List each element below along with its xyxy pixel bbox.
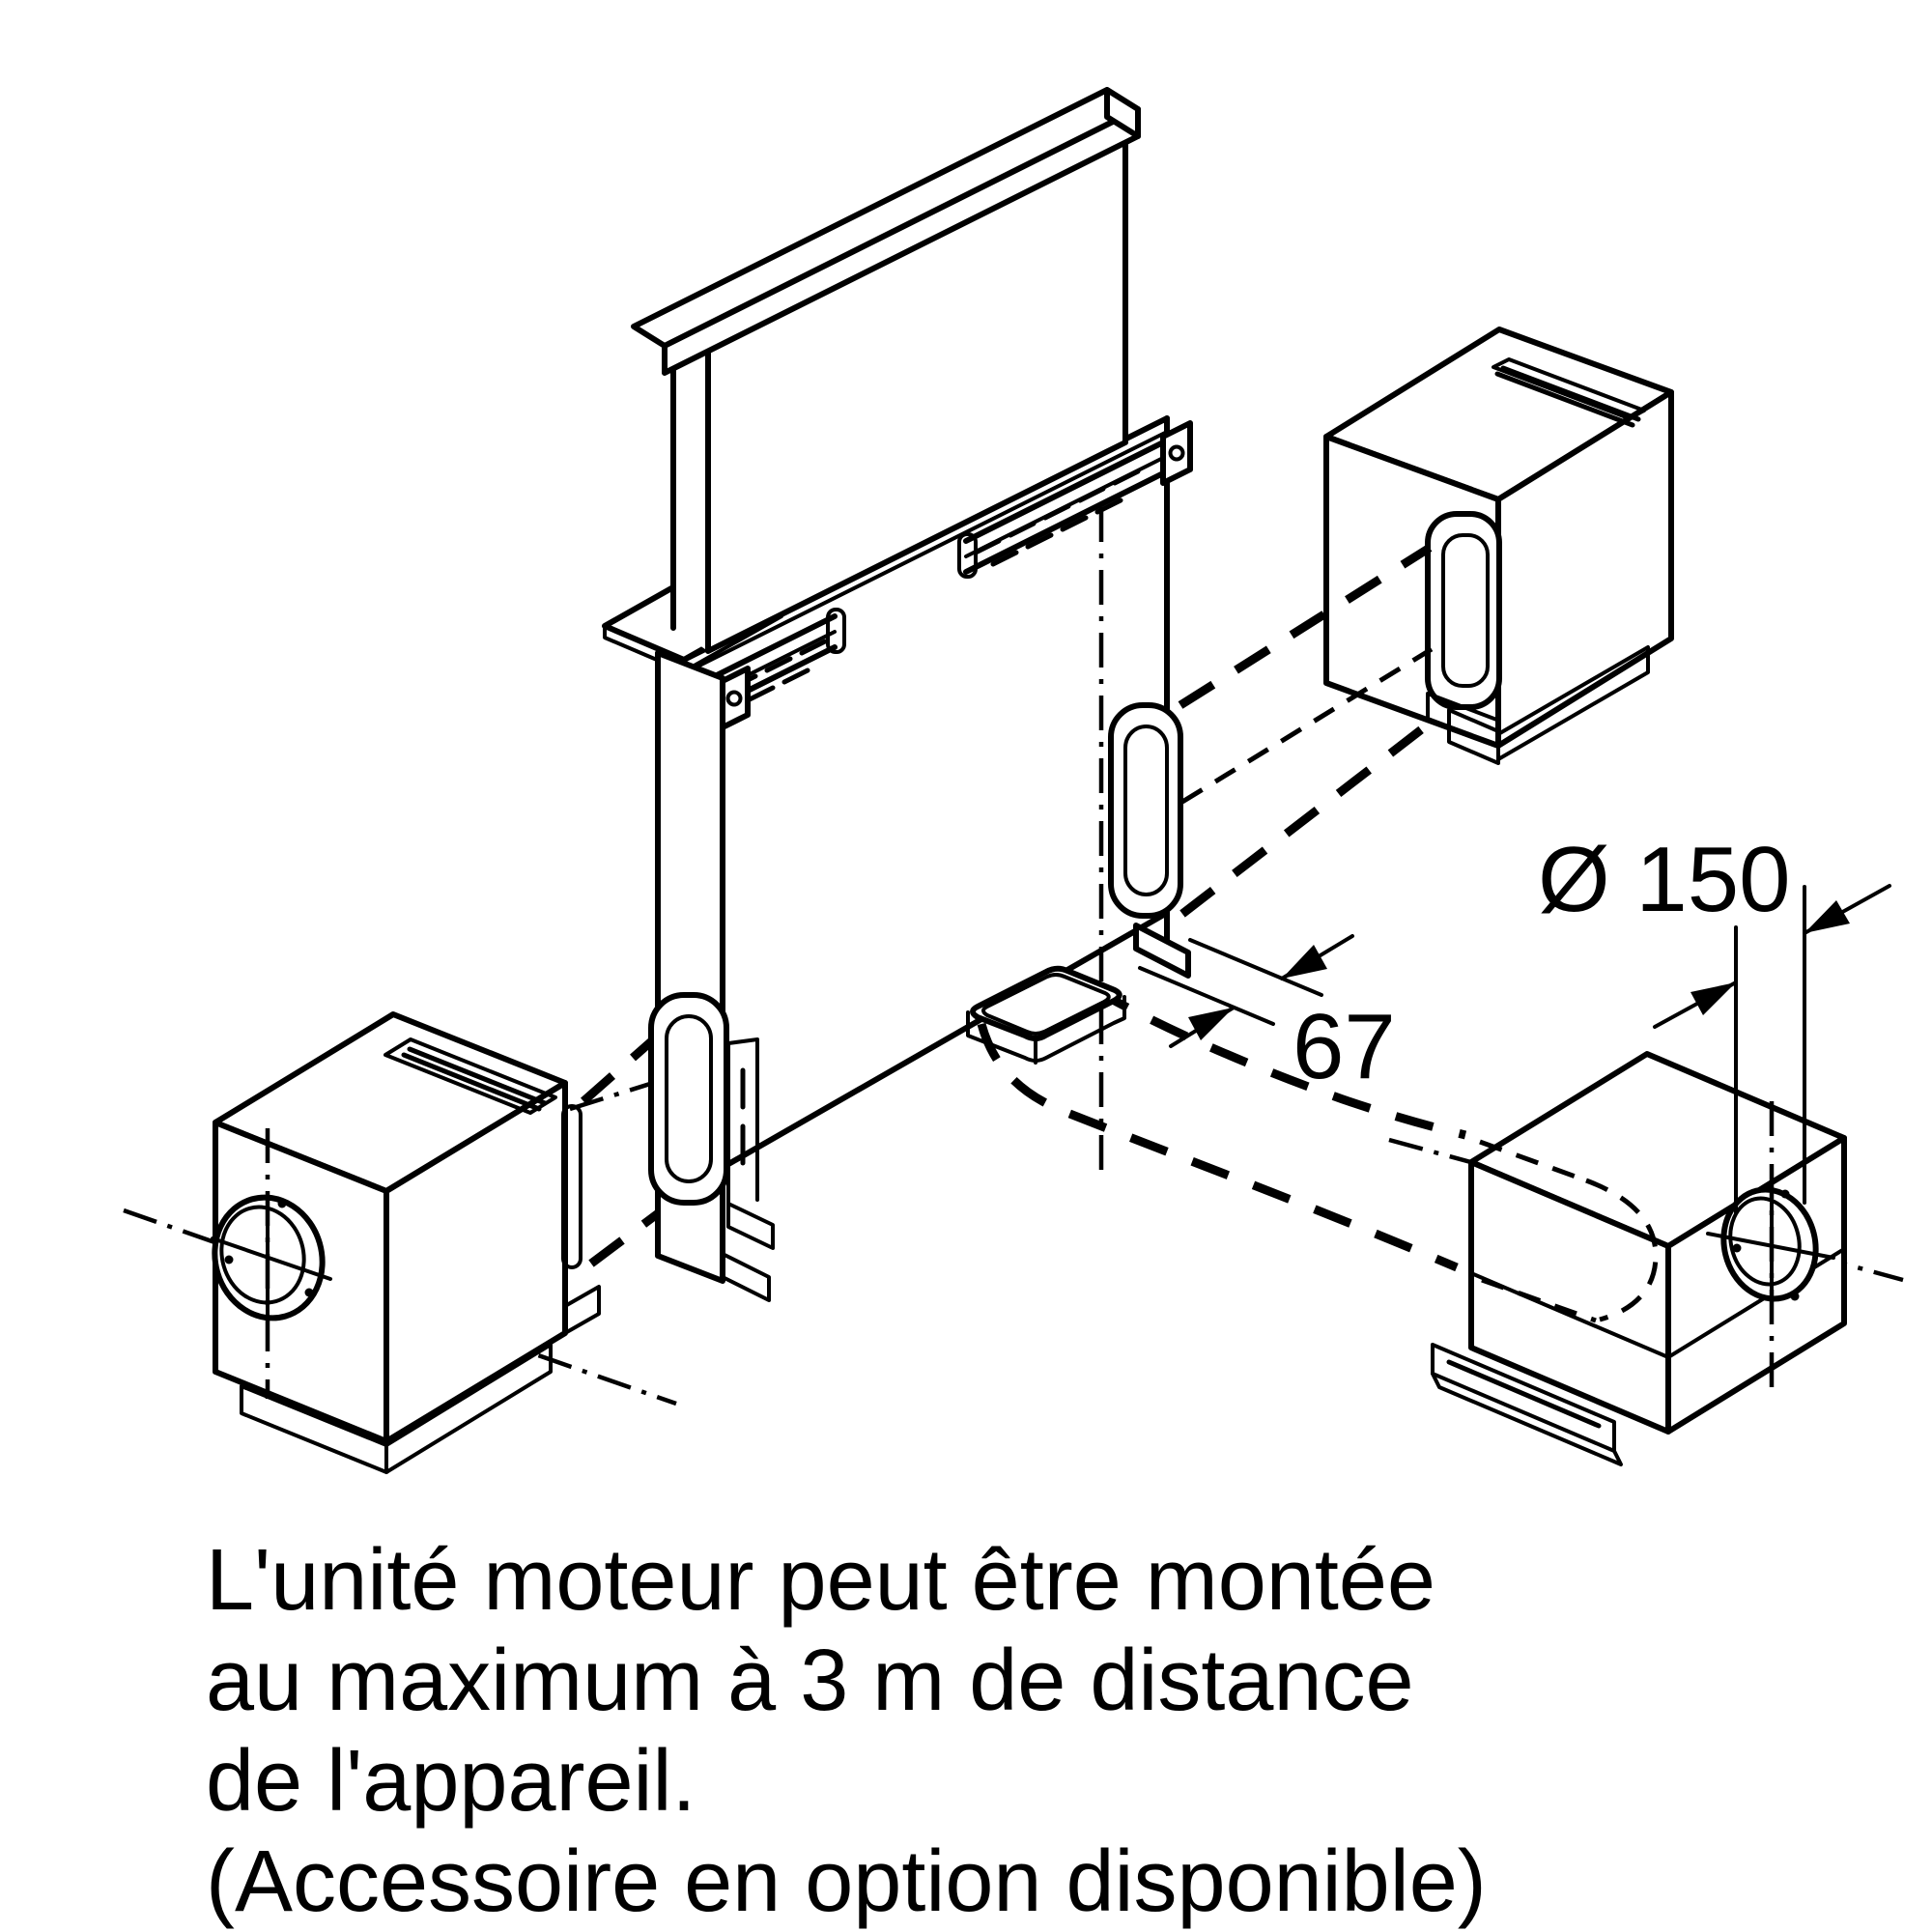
screw-dot-icon — [277, 1199, 287, 1208]
caption: L'unité moteur peut être montée au maxim… — [206, 1532, 1487, 1930]
right-leg-assembly — [1108, 702, 1191, 979]
rail-end-cap — [957, 532, 978, 579]
dimension-arrow-icon — [1690, 982, 1736, 1015]
foot-plate — [1133, 923, 1191, 979]
duct-run-upper-right — [1178, 544, 1438, 918]
downdraft-unit — [602, 87, 1193, 1174]
motor-unit-left — [211, 1011, 601, 1474]
mounting-rail-right — [957, 420, 1193, 579]
cap-end-face — [1104, 87, 1141, 139]
screw-hole-icon — [1168, 444, 1185, 462]
screw-dot-icon — [224, 1255, 234, 1264]
top-air-slot — [384, 1037, 557, 1115]
housing-top-edge-2 — [682, 430, 1169, 675]
screw-dot-icon — [1780, 1189, 1790, 1199]
foot-plate — [721, 1252, 771, 1302]
rear-foot — [563, 1285, 601, 1335]
plinth — [384, 1343, 553, 1474]
duct-run-lower-right — [977, 985, 1659, 1323]
plinth — [1447, 708, 1500, 765]
flat-duct-connector — [1425, 511, 1502, 748]
dimension-arrow-icon — [1282, 945, 1327, 979]
screw-hole-icon — [725, 690, 743, 707]
dimension-150: Ø 150 — [1538, 828, 1891, 1214]
wall-bracket-right — [1160, 420, 1193, 486]
caption-line-2: au maximum à 3 m de distance — [206, 1633, 1414, 1729]
extension-line — [1188, 938, 1323, 997]
flat-duct-connector — [561, 1104, 582, 1269]
top-air-slot — [1492, 357, 1646, 420]
top-cap — [631, 87, 1141, 376]
dimension-arrow-icon — [1188, 1008, 1234, 1040]
dimension-67-label: 67 — [1293, 995, 1396, 1098]
mounting-rail-left — [712, 608, 846, 731]
motor-unit-upper-right — [1323, 327, 1674, 765]
bottom-vent-flap — [1431, 1343, 1623, 1466]
round-duct-spigot-left — [211, 1128, 332, 1399]
round-duct-spigot-right — [1706, 1101, 1835, 1391]
screw-dot-icon — [304, 1288, 314, 1297]
dimension-67: 67 — [1138, 934, 1396, 1098]
foot-plate — [726, 1202, 775, 1250]
right-leg-duct-connector — [1108, 702, 1183, 919]
extension-line — [1138, 966, 1275, 1026]
caption-line-4: (Accessoire en option disponible) — [206, 1833, 1487, 1930]
screw-dot-icon — [1790, 1292, 1800, 1301]
caption-line-3: de l'appareil. — [206, 1733, 696, 1830]
rail-end-cap — [826, 608, 846, 654]
plinth — [1496, 645, 1650, 761]
dimension-150-label: Ø 150 — [1538, 828, 1791, 931]
caption-line-1: L'unité moteur peut être montée — [206, 1532, 1435, 1629]
housing-face — [684, 418, 1167, 1171]
left-leg-duct-connector — [648, 992, 729, 1206]
left-leg-assembly — [648, 650, 775, 1302]
floor-outlet — [966, 965, 1126, 1065]
housing-bottom-edge — [714, 910, 1170, 1174]
screw-dot-icon — [1732, 1243, 1742, 1253]
dimension-arrow-icon — [1804, 900, 1850, 933]
